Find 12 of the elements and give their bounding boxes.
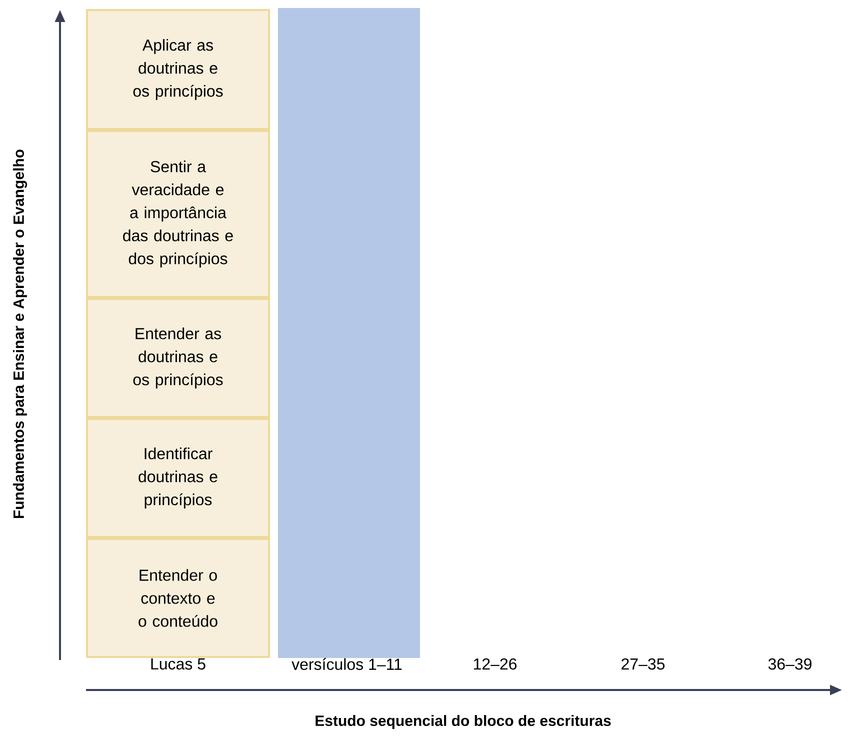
column-label: 27–35	[622, 658, 665, 670]
column-label: versículos 1–11	[292, 658, 402, 670]
column-bar	[278, 8, 420, 658]
axis-title: Fundamentos para Ensinar e Aprender o Evangelho	[12, 150, 28, 518]
axis-title: Estudo sequencial do bloco de escrituras	[316, 715, 611, 729]
stage-box: Sentir a veracidade e a importância das doutrinas e dos princípios	[86, 130, 270, 298]
stage-box: Entender o contexto e o conteúdo	[86, 538, 270, 658]
column-label: 12–26	[474, 658, 517, 670]
stage-box: Entender as doutrinas e os princípios	[86, 298, 270, 418]
stage-box: Identificar doutrinas e princípios	[86, 418, 270, 538]
column-label: 36–39	[768, 658, 812, 670]
stage-box: Aplicar as doutrinas e os princípios	[86, 9, 270, 130]
